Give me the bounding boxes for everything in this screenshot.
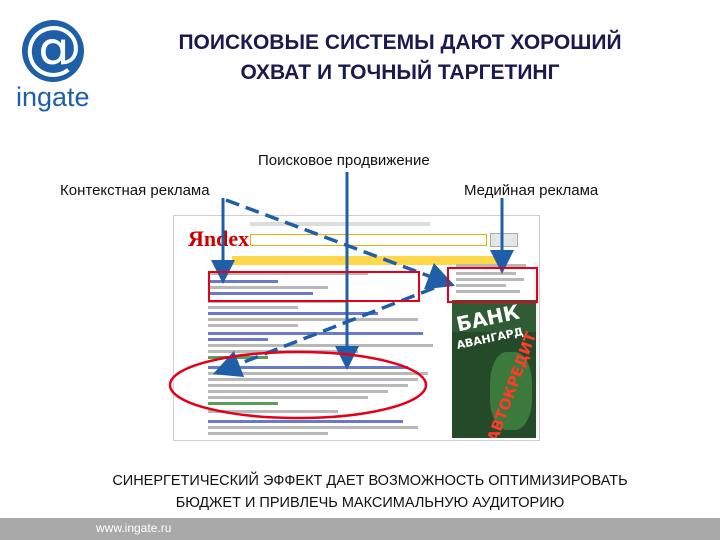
serp-search-field: [250, 234, 487, 246]
serp-line: [208, 318, 418, 321]
footer-url[interactable]: www.ingate.ru: [96, 521, 172, 535]
label-search-promotion: Поисковое продвижение: [258, 152, 430, 169]
conclusion-line-1: СИНЕРГЕТИЧЕСКИЙ ЭФФЕКТ ДАЕТ ВОЗМОЖНОСТЬ …: [112, 473, 628, 489]
serp-line: [208, 384, 408, 387]
serp-line: [208, 410, 338, 413]
serp-ad-link: [208, 280, 278, 283]
serp-line: [208, 344, 433, 347]
serp-scrollbar: [533, 262, 539, 438]
footer-bar: [0, 518, 720, 540]
serp-result-link: [208, 420, 403, 423]
title-line-2: ОХВАТ И ТОЧНЫЙ ТАРГЕТИНГ: [240, 61, 560, 84]
banner-header: [452, 300, 536, 332]
serp-top-links: [250, 222, 430, 226]
serp-line: [208, 390, 388, 393]
serp-result-link: [208, 312, 378, 315]
serp-line: [208, 324, 298, 327]
conclusion-text: СИНЕРГЕТИЧЕСКИЙ ЭФФЕКТ ДАЕТ ВОЗМОЖНОСТЬ …: [60, 470, 680, 514]
serp-line: [208, 396, 368, 399]
serp-line: [208, 372, 428, 375]
logo-circle: [22, 20, 84, 82]
title-line-1: ПОИСКОВЫЕ СИСТЕМЫ ДАЮТ ХОРОШИЙ: [178, 31, 622, 54]
serp-search-button: [490, 233, 518, 247]
serp-ad-side-line: [456, 272, 516, 275]
serp-result-link: [208, 366, 408, 369]
serp-line: [208, 426, 418, 429]
serp-line: [208, 378, 418, 381]
serp-ad-side-line: [456, 284, 506, 287]
label-context-ads: Контекстная реклама: [60, 182, 210, 199]
serp-nav-bar: [232, 256, 502, 265]
highlight-organic-results: [168, 350, 428, 420]
serp-url: [208, 402, 278, 405]
arrow-media-to-results-dashed: [212, 286, 435, 377]
serp-ad-side-line: [456, 278, 524, 281]
serp-ad-side-line: [456, 290, 520, 293]
serp-line: [208, 272, 368, 275]
banner-figure-image: [490, 352, 532, 430]
yandex-logo: Яndex: [188, 226, 250, 251]
arrow-context-to-media-dashed: [225, 198, 456, 290]
slide-title: ПОИСКОВЫЕ СИСТЕМЫ ДАЮТ ХОРОШИЙ ОХВАТ И Т…: [120, 28, 680, 88]
serp-ad-link: [208, 292, 313, 295]
logo-text: ingate: [16, 82, 90, 112]
conclusion-line-2: БЮДЖЕТ И ПРИВЛЕЧЬ МАКСИМАЛЬНУЮ АУДИТОРИЮ: [175, 495, 565, 511]
serp-line: [208, 306, 298, 309]
highlight-media-ads: [447, 267, 538, 303]
serp-line: [208, 286, 328, 289]
highlight-context-ads: [208, 271, 420, 302]
media-banner: БАНК АВАНГАРД АВТОКРЕДИТ: [452, 300, 536, 438]
serp-result-link: [208, 338, 268, 341]
label-media-ads: Медийная реклама: [464, 182, 599, 199]
serp-line: [208, 432, 328, 435]
logo-at-icon: @: [24, 13, 82, 81]
